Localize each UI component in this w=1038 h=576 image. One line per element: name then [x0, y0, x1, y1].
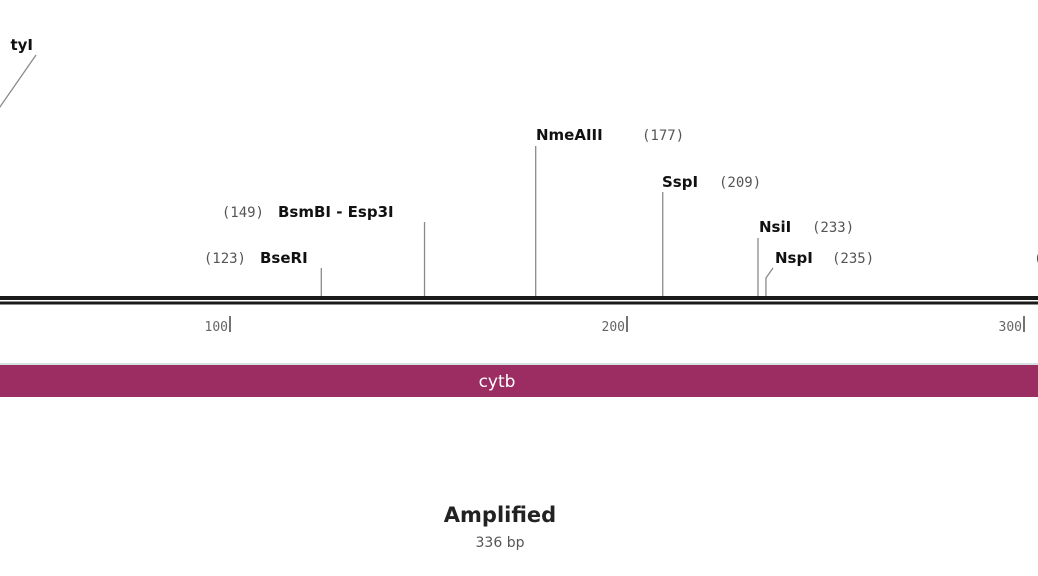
- enzyme-position-label: (209): [719, 175, 761, 191]
- enzyme-name-label: BsmBI - Esp3I: [278, 203, 394, 221]
- ruler-tick-label: 200: [602, 320, 625, 335]
- sequence-backbone: [0, 296, 1038, 305]
- sequence-length: 336 bp: [476, 535, 525, 551]
- enzyme-position-label-partial: (: [1034, 251, 1038, 267]
- ruler-ticks: 100 200 300: [205, 316, 1025, 335]
- enzyme-name-label: NspI: [775, 249, 813, 267]
- feature-track: cytb: [0, 363, 1038, 397]
- enzyme-site-nsii: NsiI (233): [757, 218, 854, 296]
- sequence-name: Amplified: [444, 503, 556, 527]
- enzyme-site-bsmbi-esp3i: BsmBI - Esp3I (149): [222, 203, 426, 296]
- enzyme-sites: tyI BseRI (123) BsmBI - Esp3I (149) NmeAIII (1…: [0, 36, 1038, 296]
- enzyme-site-styi: tyI: [0, 36, 37, 109]
- enzyme-position-label: (235): [832, 251, 874, 267]
- enzyme-site-bseri: BseRI (123): [204, 249, 322, 296]
- enzyme-name-label: SspI: [662, 173, 698, 191]
- enzyme-cut-line: [0, 54, 37, 109]
- enzyme-name-label: NsiI: [759, 218, 791, 236]
- enzyme-position-label: (233): [812, 220, 854, 236]
- enzyme-name-label: tyI: [10, 36, 33, 54]
- enzyme-site-sspi: SspI (209): [662, 173, 761, 296]
- ruler-tick-label: 300: [999, 320, 1022, 335]
- enzyme-position-label: (123): [204, 251, 246, 267]
- ruler-tick-label: 100: [205, 320, 228, 335]
- enzyme-site-nmeaiii: NmeAIII (177): [535, 126, 684, 296]
- enzyme-position-label: (177): [642, 128, 684, 144]
- enzyme-cut-line: [765, 267, 774, 296]
- enzyme-position-label: (149): [222, 205, 264, 221]
- feature-label: cytb: [479, 372, 516, 392]
- enzyme-name-label: BseRI: [260, 249, 308, 267]
- enzyme-site-nspi: NspI (235): [765, 249, 874, 296]
- enzyme-name-label: NmeAIII: [536, 126, 603, 144]
- feature-bar-cytb: [0, 365, 1038, 397]
